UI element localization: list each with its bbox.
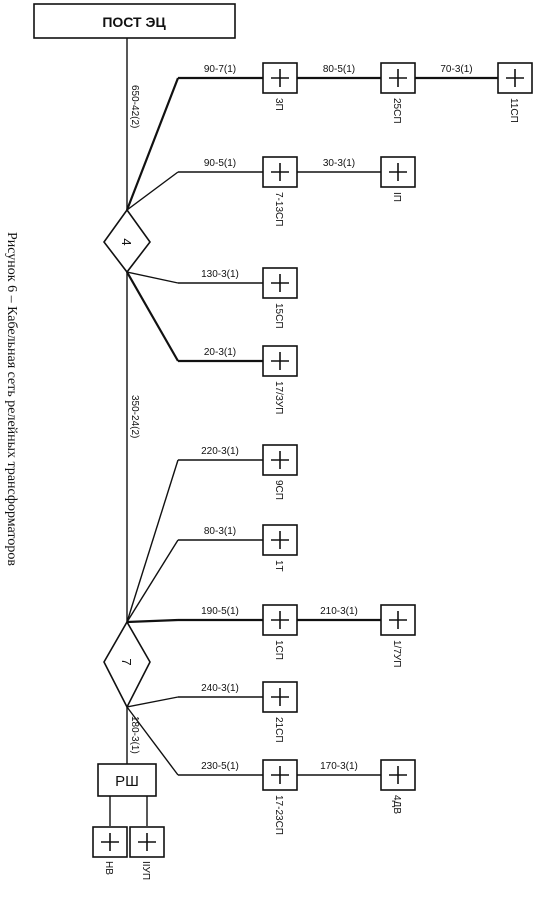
cable-label: 90-5(1) (204, 158, 236, 169)
node-diamond-lower (103, 620, 151, 709)
cable-label: 220-3(1) (201, 446, 239, 457)
chain-transformer-box-frame (380, 156, 416, 188)
chain-box-label: 25СП (391, 98, 402, 124)
cable-label: 80-3(1) (204, 526, 236, 537)
chain-cable-label: 170-3(1) (320, 761, 358, 772)
cable-label: 90-7(1) (204, 64, 236, 75)
branch-diagonal (126, 696, 179, 708)
cable-label: 240-3(1) (201, 683, 239, 694)
chain-transformer-box (380, 604, 416, 636)
rsh-box (97, 763, 157, 797)
transformer-box (262, 444, 298, 476)
branch-7-13СП: 90-5(1) 7-13СП 30-3(1) IП (126, 156, 416, 226)
branch-diagonal (126, 271, 179, 284)
box-label: 21СП (273, 717, 284, 743)
branch-diagonal (126, 171, 179, 211)
branch-21СП: 240-3(1) 21СП (126, 681, 298, 743)
cable-label: 230-5(1) (201, 761, 239, 772)
box-label: 3П (273, 98, 284, 111)
transformer-box (262, 681, 298, 713)
branch-diagonal (126, 618, 179, 624)
bottom-box-group: НВ IIУП (92, 826, 165, 880)
box-label: 1СП (273, 640, 284, 660)
cable-label: 190-5(1) (201, 606, 239, 617)
post-label: ПОСТ ЭЦ (102, 14, 166, 30)
transformer-box (262, 156, 298, 188)
chain-box-label: 11СП (508, 98, 519, 123)
transformer-box (262, 759, 298, 791)
chain-cable-label: 30-3(1) (323, 158, 355, 169)
branch-17-23СП: 230-5(1) 17-23СП 170-3(1) 4ДВ (126, 706, 416, 835)
chain-transformer-box (380, 759, 416, 791)
chain-box-label: 4ДВ (391, 795, 402, 814)
branch-diagonal (126, 539, 179, 623)
transformer-box (262, 524, 298, 556)
trunk-label-middle: 350-24(2) (129, 395, 140, 438)
chain-cable-label: 70-3(1) (440, 64, 472, 75)
branch-diagonal (125, 77, 180, 211)
chain-transformer-box (380, 156, 416, 188)
transformer-box-frame (262, 267, 298, 299)
branch-diagonal (126, 271, 179, 362)
bottom-box-label: НВ (103, 861, 114, 875)
node-label-upper: 4 (119, 238, 134, 245)
chain-box-label: IП (391, 192, 402, 202)
chain-box-label: 1/7УП (391, 640, 402, 667)
bottom-box-label: IIУП (140, 861, 151, 880)
rsh-label: РШ (115, 773, 139, 790)
cable-label: 130-3(1) (201, 269, 239, 280)
branch-9СП: 220-3(1) 9СП (126, 444, 298, 623)
transformer-box (262, 345, 298, 377)
transformer-box (262, 62, 298, 94)
branch-15СП: 130-3(1) 15СП (126, 267, 298, 329)
trunk-label-bottom: 180-3(1) (129, 716, 140, 754)
chain-transformer-box (497, 62, 533, 94)
box-label: 9СП (273, 480, 284, 500)
box-label: 15СП (273, 303, 284, 329)
post-box (33, 3, 236, 39)
branch-group: 90-7(1) 3П 80-5(1) 25СП 70-3(1) 11СП 90-5(1) 7-… (125, 62, 533, 835)
figure-caption: Рисунок 6 – Кабельная сеть релейных тран… (4, 232, 19, 566)
bottom-transformer-box (92, 826, 128, 858)
chain-transformer-box (380, 62, 416, 94)
chain-cable-label: 80-5(1) (323, 64, 355, 75)
transformer-box (262, 604, 298, 636)
box-label: 7-13СП (273, 192, 284, 226)
node-label-lower: 7 (119, 658, 134, 665)
cable-label: 20-3(1) (204, 347, 236, 358)
node-diamond-upper (103, 208, 151, 274)
box-label: 17/ЗУП (273, 381, 284, 414)
box-label: 17-23СП (273, 795, 284, 835)
branch-1СП: 190-5(1) 1СП 210-3(1) 1/7УП (126, 604, 416, 667)
bottom-transformer-box (129, 826, 165, 858)
chain-transformer-box-frame (380, 62, 416, 94)
branch-17/ЗУП: 20-3(1) 17/ЗУП (126, 271, 298, 414)
branch-3П: 90-7(1) 3П 80-5(1) 25СП 70-3(1) 11СП (125, 62, 533, 211)
branch-diagonal (126, 706, 179, 776)
transformer-box (262, 267, 298, 299)
trunk-label-top: 650-42(2) (129, 85, 140, 128)
branch-1Т: 80-3(1) 1Т (126, 524, 298, 623)
box-label: 1Т (273, 560, 284, 572)
transformer-box-frame (262, 156, 298, 188)
chain-cable-label: 210-3(1) (320, 606, 358, 617)
branch-diagonal (126, 459, 179, 623)
